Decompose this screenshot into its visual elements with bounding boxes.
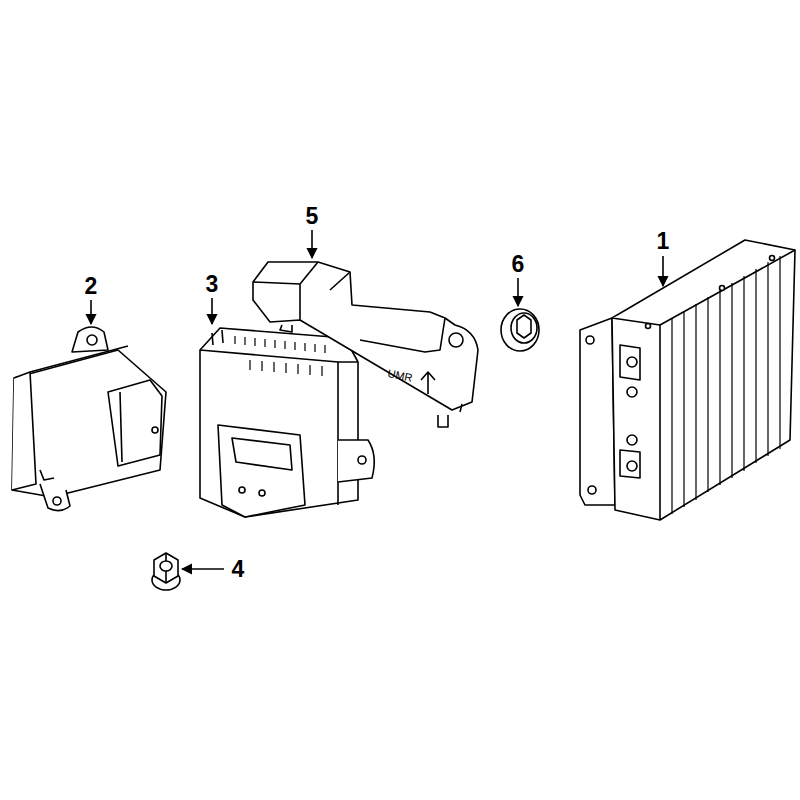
leader-arrows bbox=[91, 230, 663, 569]
part-marking: UMR bbox=[387, 368, 414, 384]
grommet-6 bbox=[501, 309, 539, 351]
callout-number: 2 bbox=[85, 275, 98, 298]
bracket-5 bbox=[253, 262, 478, 427]
callout-number: 5 bbox=[306, 205, 319, 228]
callout-number: 3 bbox=[206, 273, 219, 296]
callout-number: 6 bbox=[512, 253, 525, 276]
finned-module-1 bbox=[580, 240, 795, 520]
flange-nut-4 bbox=[152, 553, 180, 590]
control-module-2 bbox=[12, 327, 166, 511]
control-module-3 bbox=[200, 328, 374, 517]
callout-number: 4 bbox=[232, 558, 245, 581]
callout-number: 1 bbox=[657, 230, 670, 253]
